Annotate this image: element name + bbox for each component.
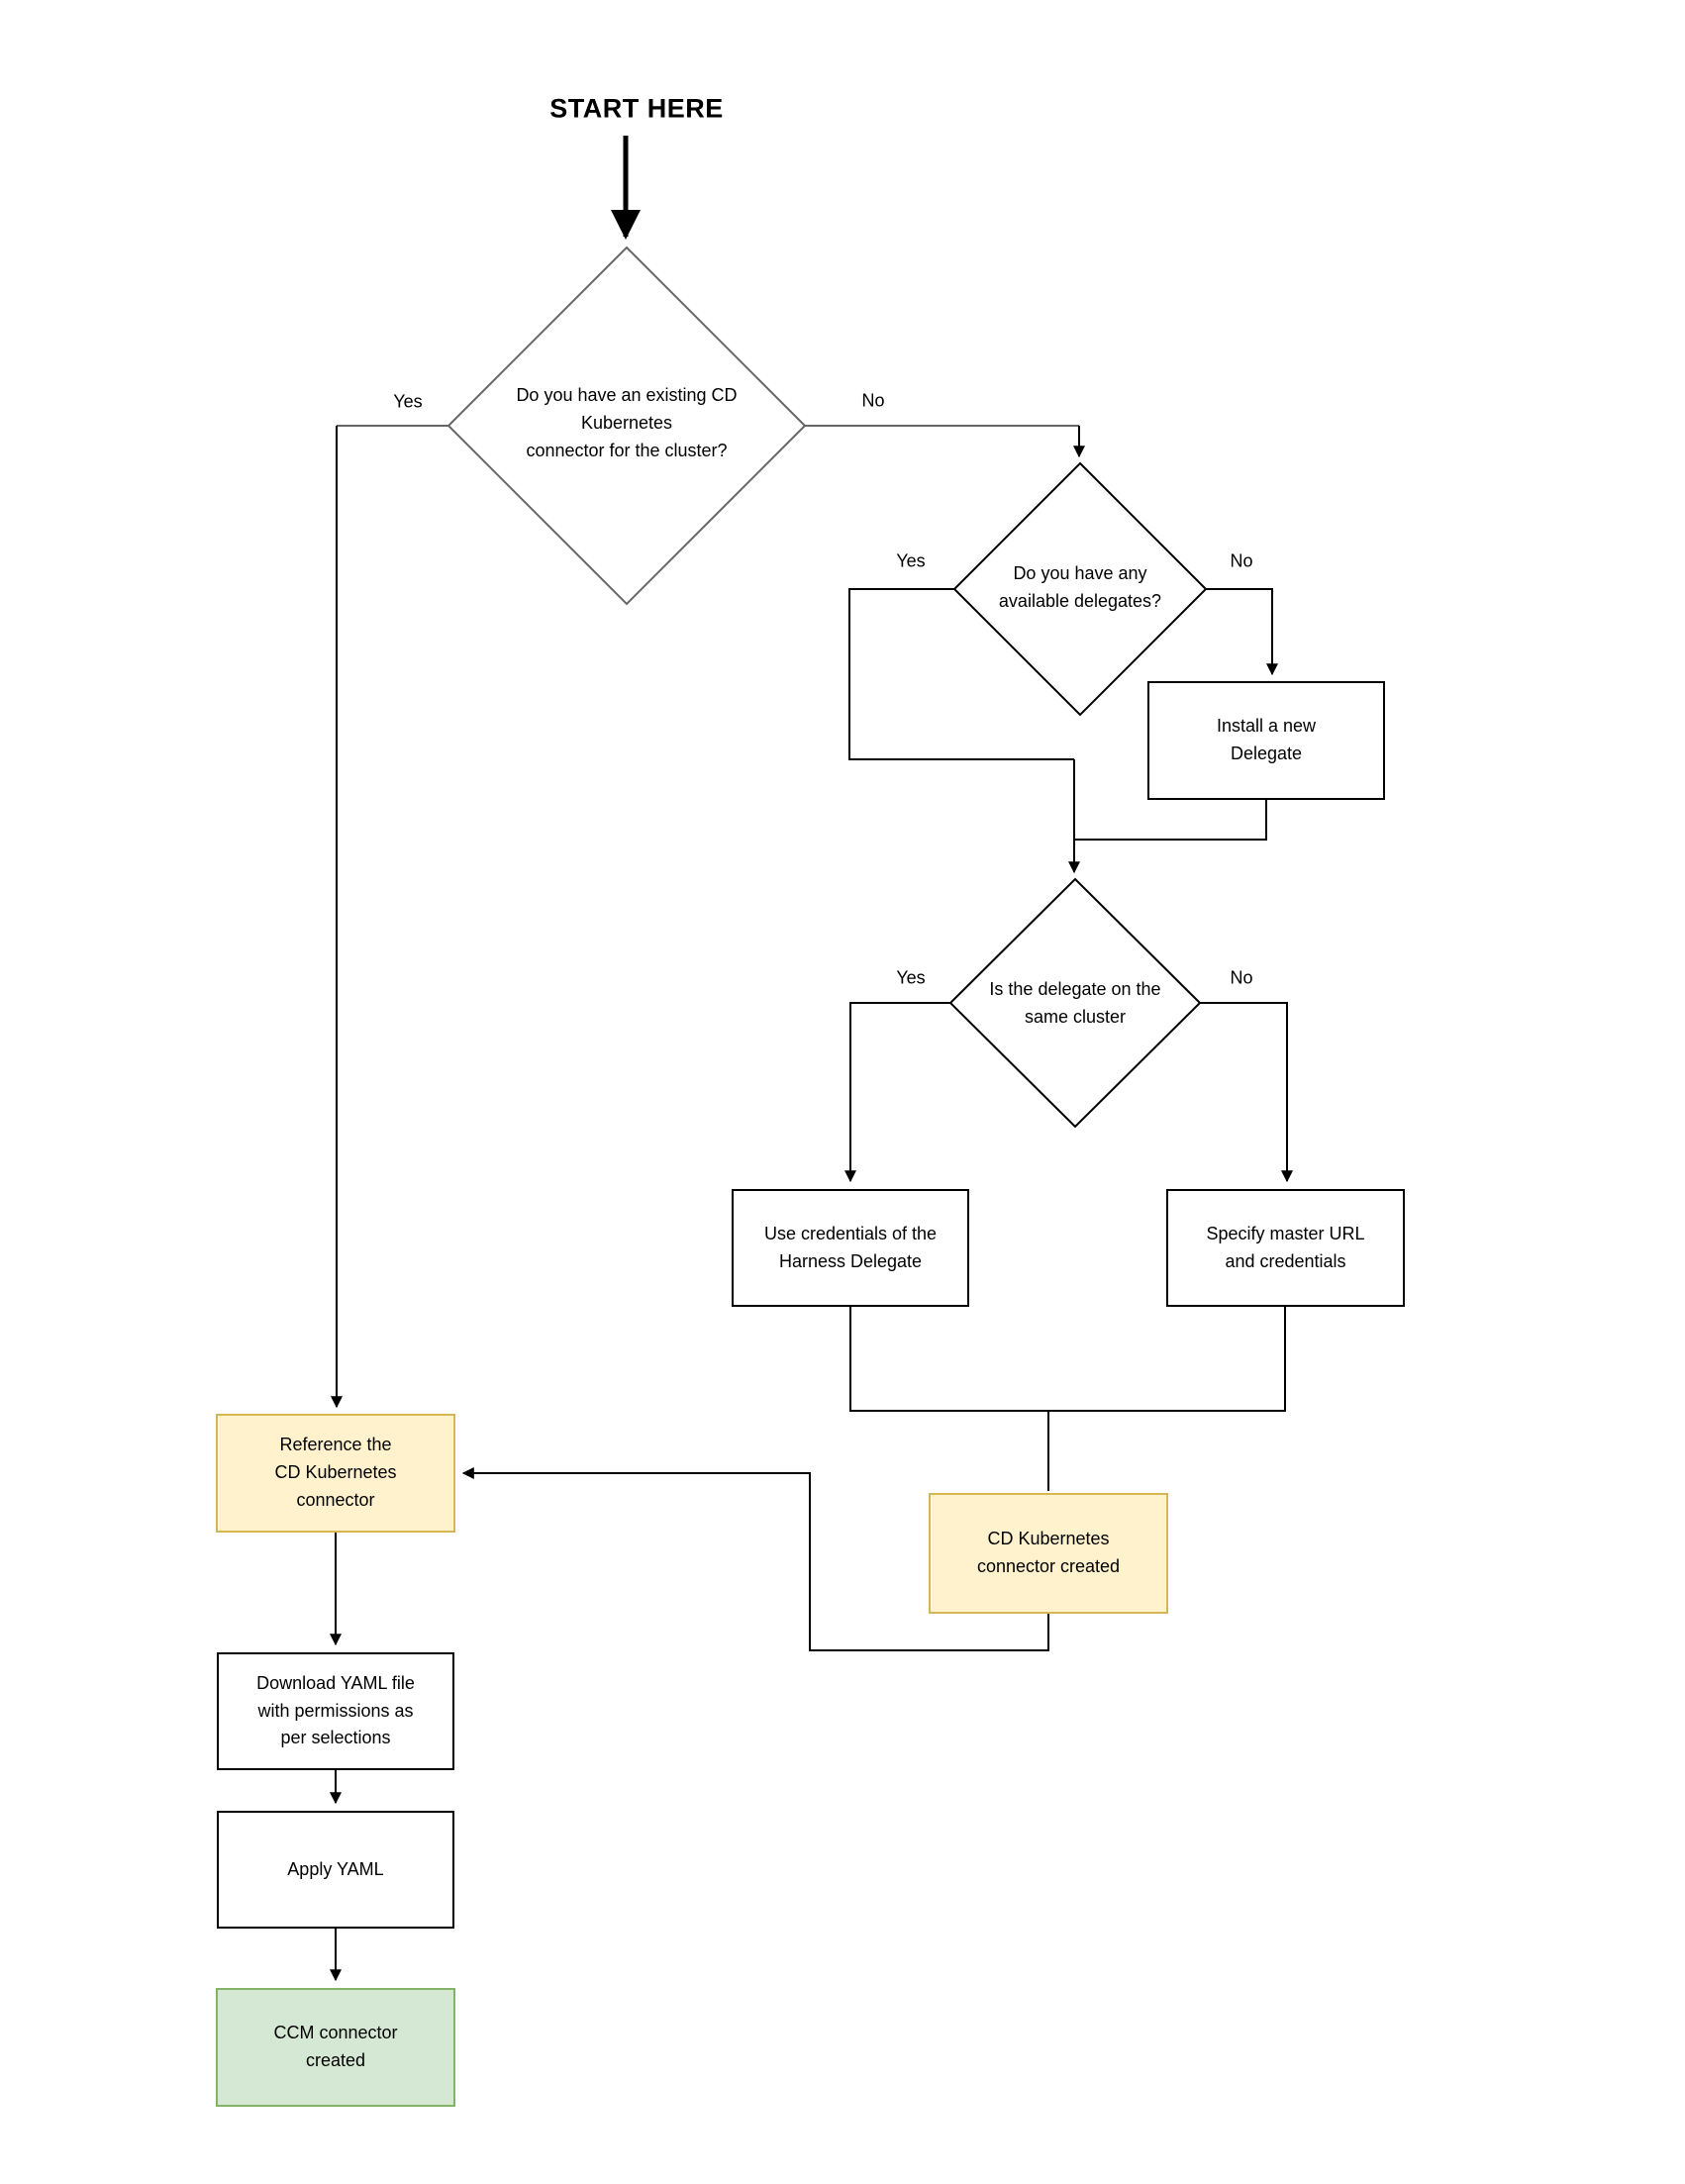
edge-label-delegates-no: No (1230, 550, 1253, 571)
decision3-diamond-shape (948, 877, 1202, 1129)
decision2-diamond-shape (952, 461, 1208, 717)
edge-label-same-cluster-no: No (1230, 967, 1253, 988)
cd-connector-created-box: CD Kubernetes connector created (929, 1493, 1168, 1614)
edge-created-to-reference (461, 1467, 1049, 1651)
edge-install-out (1074, 800, 1267, 841)
decision1-diamond-shape (446, 246, 807, 606)
download-yaml-box: Download YAML file with permissions as p… (217, 1652, 454, 1770)
edge-label-existing-no: No (861, 390, 885, 411)
edge-decision2-no-to-install (1206, 588, 1278, 676)
install-delegate-box: Install a new Delegate (1147, 681, 1385, 800)
edge-label-delegates-yes: Yes (896, 550, 926, 571)
reference-cd-connector-box: Reference the CD Kubernetes connector (216, 1414, 455, 1533)
edge-decision2-yes (848, 588, 1074, 760)
edge-decision3-yes-to-usecreds (844, 1002, 950, 1183)
edge-decision3-no-to-specify (1200, 1002, 1293, 1183)
apply-yaml-box: Apply YAML (217, 1811, 454, 1929)
use-delegate-credentials-box: Use credentials of the Harness Delegate (732, 1189, 969, 1307)
start-here-title: START HERE (549, 93, 724, 124)
decision-existing-connector-label: Do you have an existing CD Kubernetes co… (516, 385, 738, 460)
ccm-connector-created-box: CCM connector created (216, 1988, 455, 2107)
edge-label-existing-yes: Yes (393, 391, 423, 412)
specify-master-url-box: Specify master URL and credentials (1166, 1189, 1405, 1307)
edge-results-merge (849, 1307, 1286, 1412)
decision-same-cluster-label: Is the delegate on the same cluster (989, 979, 1161, 1027)
edge-label-same-cluster-yes: Yes (896, 967, 926, 988)
decision-available-delegates-label: Do you have any available delegates? (998, 563, 1162, 611)
